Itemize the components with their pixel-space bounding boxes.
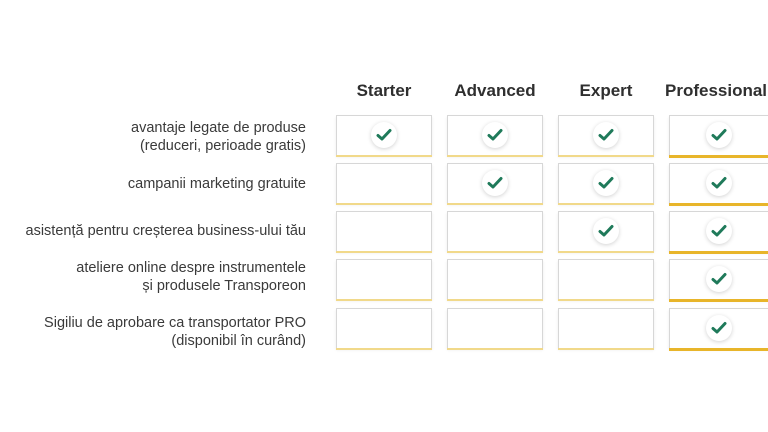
row-label-line: campanii marketing gratuite: [127, 176, 306, 192]
row-label-line: Sigiliu de aprobare ca transportator PRO: [44, 315, 306, 331]
check-icon: [371, 121, 397, 148]
cell-professional-row-4: [669, 308, 768, 351]
column-header-professional: Professional: [665, 81, 768, 100]
cell-expert-row-3: [558, 259, 654, 301]
cell-starter-row-4: [336, 308, 432, 350]
check-icon: [706, 169, 732, 196]
row-label-line: (reduceri, perioade gratis): [139, 138, 306, 154]
column-header-expert: Expert: [579, 81, 633, 100]
check-icon: [593, 217, 619, 244]
check-icon: [593, 169, 619, 196]
cell-starter-row-0: [336, 115, 432, 157]
cell-expert-row-1: [558, 163, 654, 205]
row-label-product-benefits: avantaje legate de produse (reduceri, pe…: [131, 119, 306, 155]
check-icon: [706, 265, 732, 292]
cell-starter-row-2: [336, 211, 432, 253]
check-icon: [706, 121, 732, 148]
row-label-business-assistance: asistență pentru creșterea business-ului…: [26, 222, 307, 240]
check-icon: [482, 169, 508, 196]
cell-advanced-row-1: [447, 163, 543, 205]
row-label-marketing-campaigns: campanii marketing gratuite: [128, 175, 306, 193]
cell-advanced-row-3: [447, 259, 543, 301]
row-label-line: avantaje legate de produse: [131, 120, 306, 136]
cell-expert-row-0: [558, 115, 654, 157]
check-icon: [706, 217, 732, 244]
cell-starter-row-1: [336, 163, 432, 205]
cell-professional-row-2: [669, 211, 768, 254]
cell-expert-row-2: [558, 211, 654, 253]
cell-advanced-row-0: [447, 115, 543, 157]
cell-starter-row-3: [336, 259, 432, 301]
cell-advanced-row-4: [447, 308, 543, 350]
row-label-line: asistență pentru creșterea business-ului…: [25, 223, 307, 239]
column-header-advanced: Advanced: [454, 81, 536, 100]
row-label-line: (disponibil în curând): [171, 333, 306, 349]
row-label-pro-seal: Sigiliu de aprobare ca transportator PRO…: [44, 314, 306, 350]
row-label-line: ateliere online despre instrumentele: [76, 260, 306, 276]
cell-professional-row-0: [669, 115, 768, 158]
row-label-online-workshops: ateliere online despre instrumentele și …: [76, 259, 306, 295]
cell-professional-row-1: [669, 163, 768, 206]
check-icon: [593, 121, 619, 148]
cell-advanced-row-2: [447, 211, 543, 253]
check-icon: [482, 121, 508, 148]
cell-professional-row-3: [669, 259, 768, 302]
column-header-starter: Starter: [356, 81, 412, 100]
cell-expert-row-4: [558, 308, 654, 350]
row-label-line: și produsele Transporeon: [142, 278, 306, 294]
check-icon: [706, 314, 732, 341]
